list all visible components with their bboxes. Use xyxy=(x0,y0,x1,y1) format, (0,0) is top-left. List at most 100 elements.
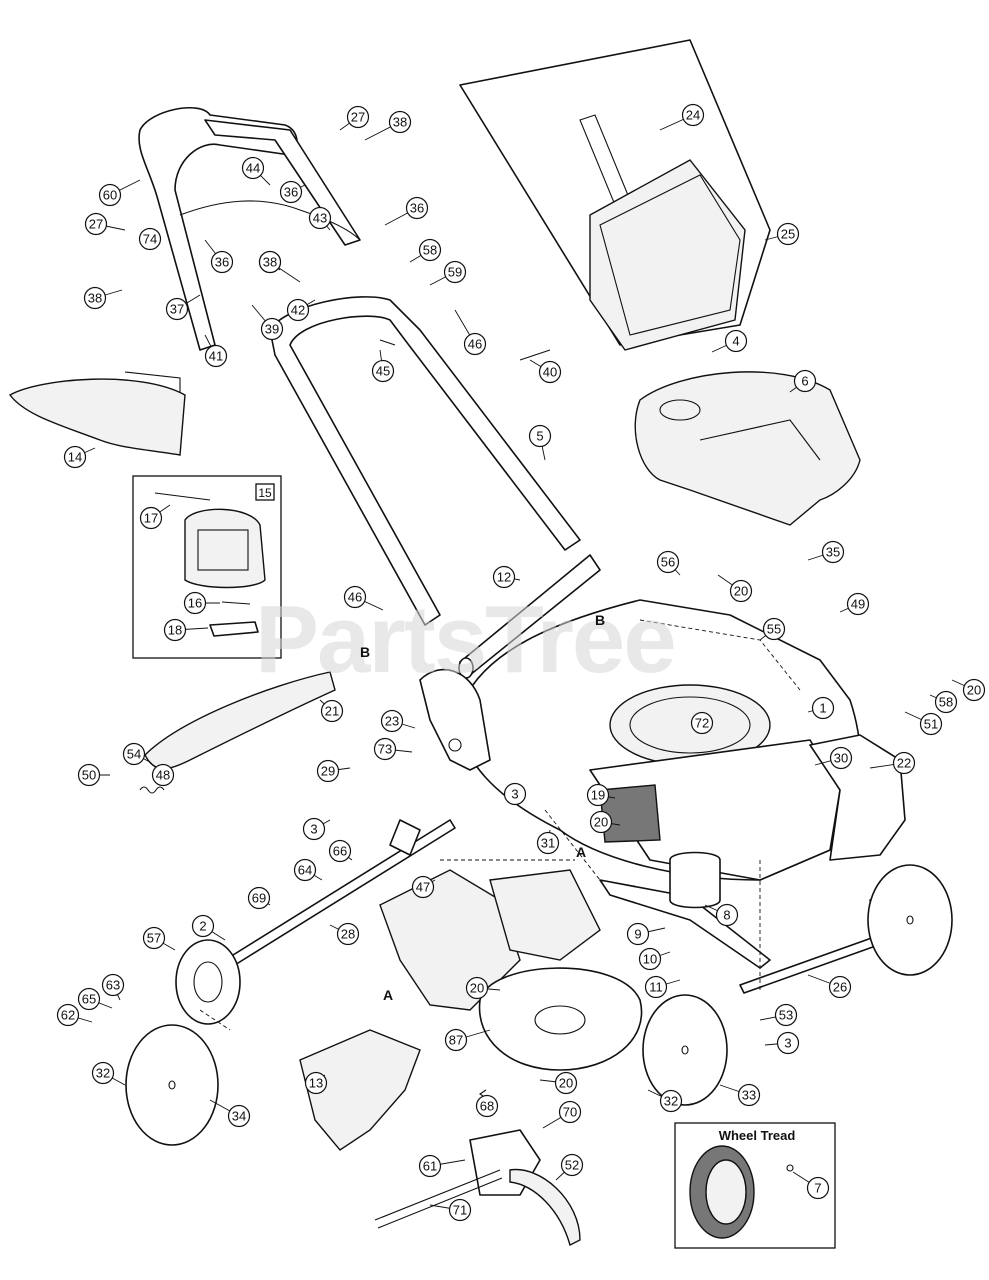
callout-balloon xyxy=(316,759,340,783)
callout-number: 56 xyxy=(661,555,675,570)
callout-48: 48 xyxy=(149,761,175,787)
callout-balloon xyxy=(737,1083,761,1107)
callout-balloon xyxy=(475,1094,499,1118)
callout-6: 6 xyxy=(789,369,817,393)
callout-balloon xyxy=(538,360,562,384)
callout-balloon xyxy=(776,1031,800,1055)
callout-29: 29 xyxy=(316,759,351,783)
callout-3: 3 xyxy=(503,782,527,806)
callout-number: 20 xyxy=(594,815,608,830)
callout-number: 54 xyxy=(127,747,141,762)
callout-number: 19 xyxy=(591,788,605,803)
callout-number: 45 xyxy=(376,364,390,379)
callout-balloon xyxy=(77,763,101,787)
callout-balloon xyxy=(371,359,395,383)
callout-balloon xyxy=(320,699,344,723)
callout-number: 52 xyxy=(565,1158,579,1173)
callout-69: 69 xyxy=(247,886,271,910)
inset-callout-18: 18 xyxy=(163,618,209,642)
callout-balloon xyxy=(336,922,360,946)
callout-balloon xyxy=(279,180,303,204)
callout-51: 51 xyxy=(904,711,943,736)
callout-50: 50 xyxy=(77,763,110,787)
callout-number: 1 xyxy=(819,701,826,716)
callout-number: 36 xyxy=(215,255,229,270)
callout-balloon xyxy=(91,1061,115,1085)
callout-22: 22 xyxy=(869,751,916,775)
section-ref-b-1: B xyxy=(360,644,370,660)
callout-number: 24 xyxy=(686,108,700,123)
callout-number: 9 xyxy=(634,927,641,942)
callout-21: 21 xyxy=(319,699,344,723)
callout-73: 73 xyxy=(373,737,413,761)
callout-number: 20 xyxy=(559,1076,573,1091)
callout-87: 87 xyxy=(444,1028,491,1052)
callout-45: 45 xyxy=(371,349,395,383)
callout-balloon xyxy=(328,839,352,863)
rear-wheel-right xyxy=(642,994,728,1106)
callout-number: 3 xyxy=(511,787,518,802)
callout-number: 11 xyxy=(649,980,663,995)
callout-20: 20 xyxy=(717,574,753,603)
callout-balloon xyxy=(388,110,412,134)
callout-balloon xyxy=(724,329,748,353)
inset-callout-7: 7 xyxy=(792,1171,830,1200)
callout-49: 49 xyxy=(839,592,870,616)
callout-balloon xyxy=(122,742,146,766)
callout-4: 4 xyxy=(711,329,748,353)
callout-28: 28 xyxy=(329,922,360,946)
callout-20: 20 xyxy=(465,976,501,1000)
blade xyxy=(599,851,771,969)
callout-balloon xyxy=(191,914,215,938)
callout-balloon xyxy=(227,1104,251,1128)
callout-71: 71 xyxy=(429,1198,472,1222)
callout-36: 36 xyxy=(384,196,429,226)
wheel-tread-title: Wheel Tread xyxy=(719,1128,796,1143)
callout-number: 30 xyxy=(834,751,848,766)
inset-wheel-tread: Wheel Tread xyxy=(674,1122,836,1249)
callout-balloon xyxy=(828,975,852,999)
callout-19: 19 xyxy=(586,783,616,807)
callout-number: 20 xyxy=(967,683,981,698)
callout-number: 27 xyxy=(89,217,103,232)
callout-balloon xyxy=(681,103,705,127)
callout-number: 4 xyxy=(732,334,739,349)
callout-number: 40 xyxy=(543,365,557,380)
callout-number: 34 xyxy=(232,1109,246,1124)
side-discharge-chute xyxy=(8,371,186,456)
callout-72: 72 xyxy=(690,711,714,735)
callout-46: 46 xyxy=(343,585,384,611)
callout-42: 42 xyxy=(286,298,316,322)
callout-number: 61 xyxy=(423,1159,437,1174)
callout-layer: 2427386044363643362527743638585938373942… xyxy=(56,103,986,1222)
callout-number: 43 xyxy=(313,211,327,226)
callout-number: 5 xyxy=(536,429,543,444)
callout-balloon xyxy=(644,975,668,999)
callout-number: 72 xyxy=(695,716,709,731)
callout-14: 14 xyxy=(63,445,96,469)
callout-balloon xyxy=(492,565,516,589)
callout-balloon xyxy=(210,250,234,274)
callout-number: 14 xyxy=(68,450,82,465)
callout-61: 61 xyxy=(418,1154,466,1178)
callout-number: 26 xyxy=(833,980,847,995)
front-wheel xyxy=(867,864,953,976)
section-ref-a-1: A xyxy=(576,844,586,860)
callout-balloon xyxy=(656,550,680,574)
callout-65: 65 xyxy=(77,987,113,1011)
callout-balloon xyxy=(77,987,101,1011)
engine-shroud xyxy=(634,371,861,526)
lower-baffle xyxy=(299,1029,421,1151)
callout-balloon xyxy=(774,1003,798,1027)
callout-balloon xyxy=(934,690,958,714)
callout-balloon xyxy=(165,297,189,321)
callout-balloon xyxy=(448,1198,472,1222)
section-ref-a-2: A xyxy=(383,987,393,1003)
callout-number: 74 xyxy=(143,232,157,247)
callout-balloon xyxy=(503,782,527,806)
mower-deck xyxy=(458,599,862,881)
callout-66: 66 xyxy=(328,839,353,863)
callout-balloon xyxy=(247,886,271,910)
callout-number: 36 xyxy=(410,201,424,216)
callout-number: 27 xyxy=(351,110,365,125)
